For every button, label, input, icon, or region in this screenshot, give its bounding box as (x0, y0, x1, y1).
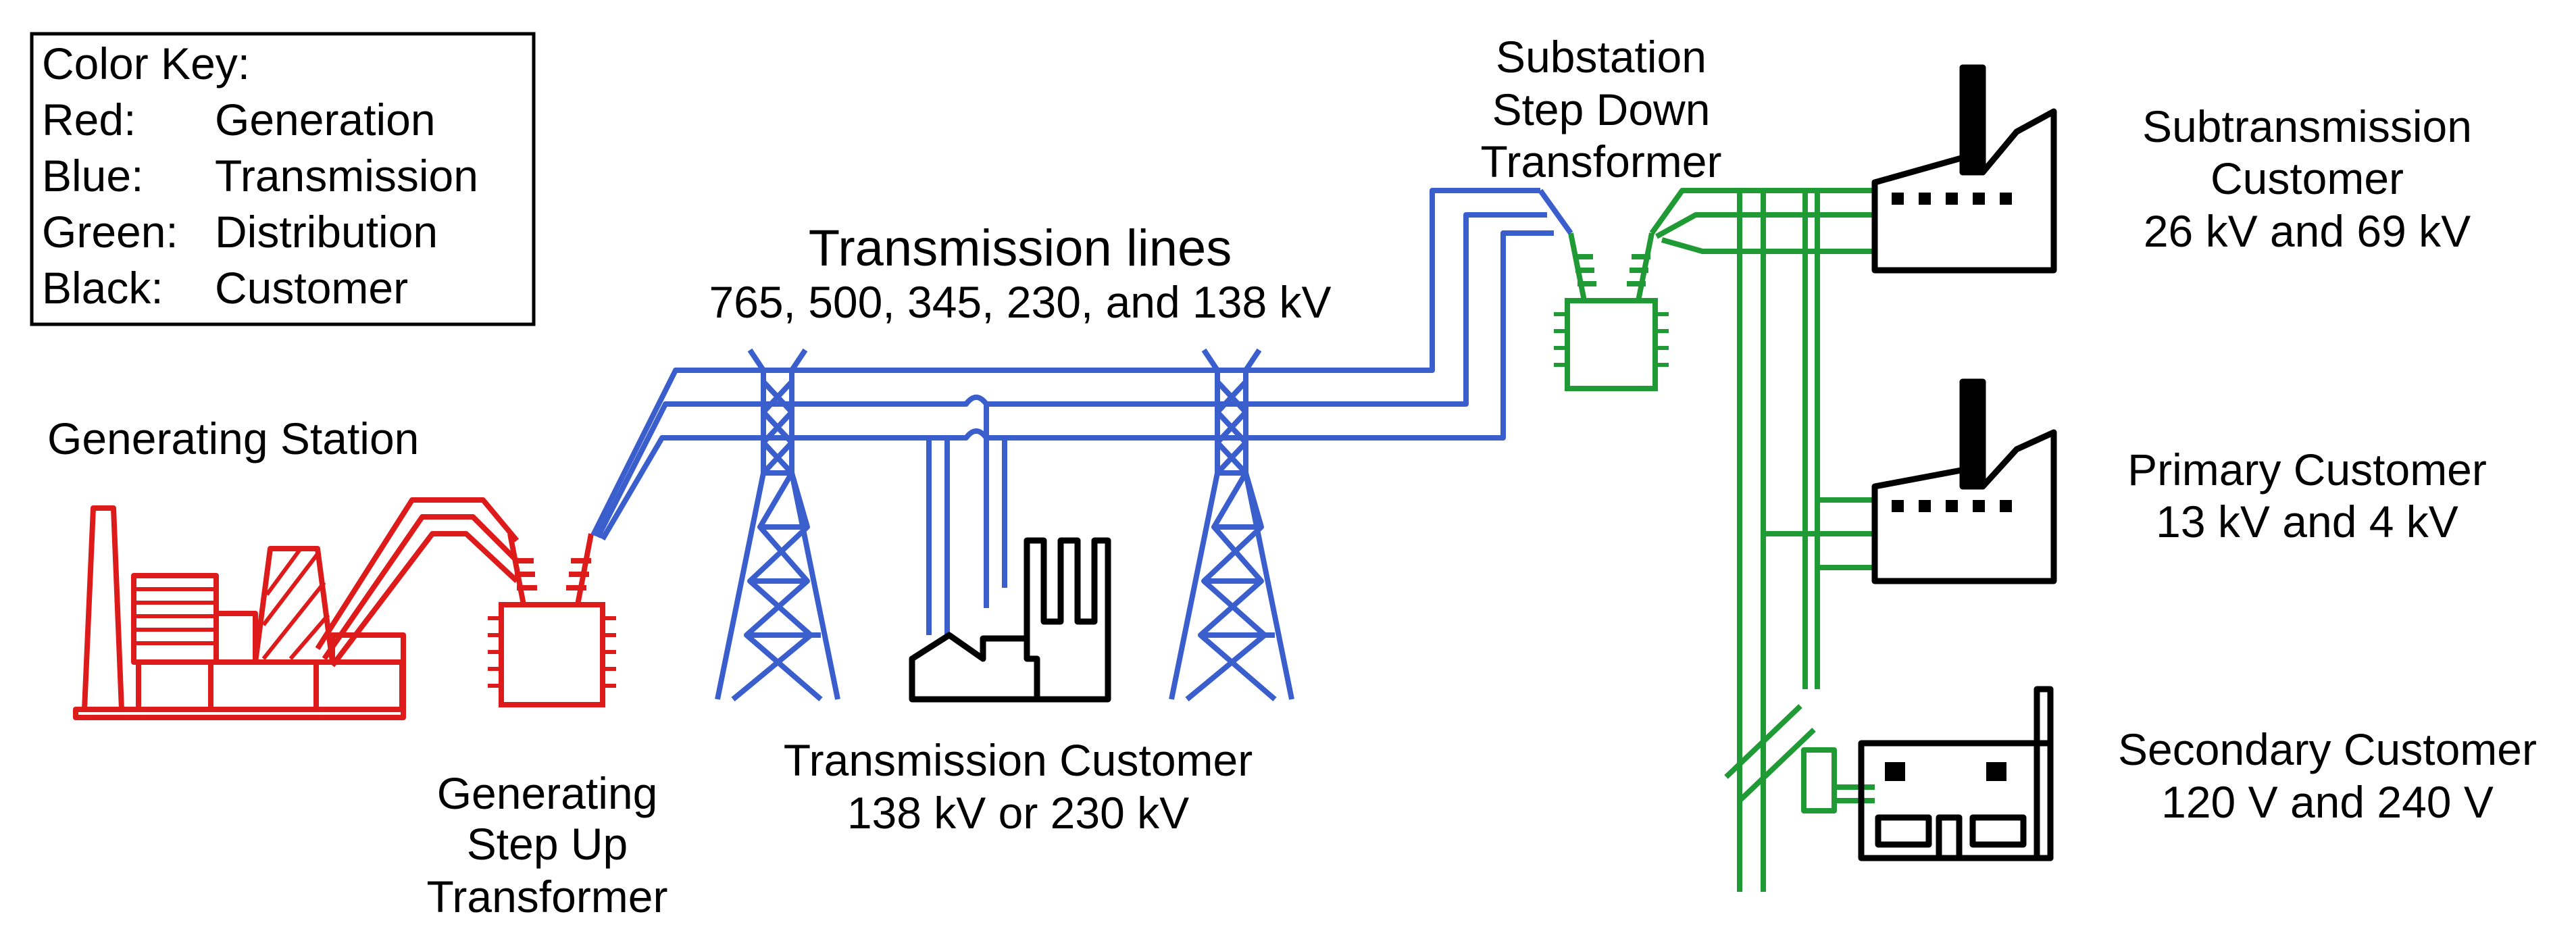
color-key-title: Color Key: (42, 39, 250, 89)
color-key-green-meaning: Distribution (215, 207, 438, 257)
distribution-crossarm (1724, 704, 1816, 803)
primary-customer-voltage: 13 kV and 4 kV (2156, 497, 2458, 547)
secondary-customer-label: Secondary Customer (2118, 724, 2537, 774)
distribution-conductor-1 (1649, 188, 1875, 235)
color-key: Color Key: Red: Generation Blue: Transmi… (30, 32, 536, 326)
transmission-customer-tap-2 (984, 405, 1007, 608)
distribution-secondary-feed (1834, 784, 1875, 803)
labels: Generating Station Generating Step Up Tr… (47, 32, 2537, 922)
color-key-black-meaning: Customer (215, 263, 408, 313)
transmission-customer-factory-icon (909, 537, 1111, 703)
primary-customer-label: Primary Customer (2127, 445, 2487, 495)
substation-bushing-left (1568, 232, 1596, 301)
substation-transformer-icon (1538, 189, 1669, 391)
transmission-tower-1-icon (715, 348, 840, 702)
substation-feed-blue (1538, 189, 1573, 235)
secondary-customer-voltage: 120 V and 240 V (2161, 777, 2494, 827)
subtransmission-customer-factory-icon (1871, 64, 2057, 274)
step-up-transformer-icon (488, 533, 616, 707)
step-up-transformer-fins (488, 616, 616, 688)
step-up-label-line2: Step Up (467, 819, 628, 869)
generating-station-label: Generating Station (47, 413, 419, 463)
distribution-primary-feed (1763, 497, 1875, 570)
transmission-customer-voltage: 138 kV or 230 kV (847, 788, 1189, 838)
step-up-bushing-left (507, 533, 537, 605)
transmission-voltages: 765, 500, 345, 230, and 138 kV (709, 277, 1331, 327)
primary-factory-windows (1892, 500, 2012, 512)
step-up-transformer-body (499, 602, 605, 707)
substation-label-line1: Substation (1496, 32, 1707, 82)
transmission-tower-2-icon (1169, 348, 1294, 702)
transmission-conductor-1 (590, 188, 1540, 536)
secondary-customer-house-icon (1858, 686, 2054, 861)
color-key-red-meaning: Generation (215, 95, 436, 145)
station-lower-building (136, 659, 405, 712)
smokestack-icon (82, 505, 124, 710)
generation-line-1 (315, 497, 520, 651)
turbine-hall (213, 611, 258, 662)
transmission-lines-title: Transmission lines (809, 220, 1232, 277)
house-window-right (1969, 814, 2027, 848)
color-key-black-term: Black: (42, 263, 163, 313)
color-key-red-term: Red: (42, 95, 136, 145)
boiler-house-stripes (134, 587, 216, 645)
house-window-left (1875, 814, 1932, 848)
generation-line-3 (330, 531, 519, 668)
distribution-lines (1649, 188, 1875, 892)
house-upper-windows (1885, 762, 2006, 781)
primary-customer-factory-icon (1871, 378, 2057, 584)
generation-line-2 (322, 514, 519, 661)
step-up-bushing-right (566, 533, 594, 605)
color-key-blue-term: Blue: (42, 151, 143, 201)
distribution-pole-right (1802, 191, 1820, 689)
house-door (1936, 814, 1963, 861)
substation-label-line3: Transformer (1481, 136, 1722, 186)
step-up-label-line1: Generating (437, 768, 658, 818)
subtransmission-label-line3: 26 kV and 69 kV (2144, 206, 2471, 256)
step-up-label-line3: Transformer (427, 872, 668, 922)
substation-transformer-body (1565, 298, 1658, 391)
substation-label-line2: Step Down (1492, 84, 1711, 134)
subtransmission-factory-windows (1892, 193, 2012, 205)
substation-bushing-right (1627, 232, 1655, 301)
distribution-subtrans-feed (1763, 212, 1875, 254)
switchyard-building (330, 632, 406, 709)
color-key-box (30, 32, 536, 326)
subtransmission-label-line2: Customer (2211, 153, 2404, 203)
pole-transformer-icon (1801, 747, 1837, 813)
subtransmission-label-line1: Subtransmission (2142, 101, 2472, 151)
color-key-blue-meaning: Transmission (215, 151, 478, 201)
color-key-green-term: Green: (42, 207, 178, 257)
transmission-customer-label: Transmission Customer (784, 735, 1253, 785)
cooling-tower-hatch (261, 547, 330, 660)
transmission-customer-tap-1 (926, 435, 950, 635)
substation-transformer-fins (1554, 312, 1669, 367)
generating-station (73, 497, 520, 720)
cooling-tower-icon (253, 546, 335, 663)
